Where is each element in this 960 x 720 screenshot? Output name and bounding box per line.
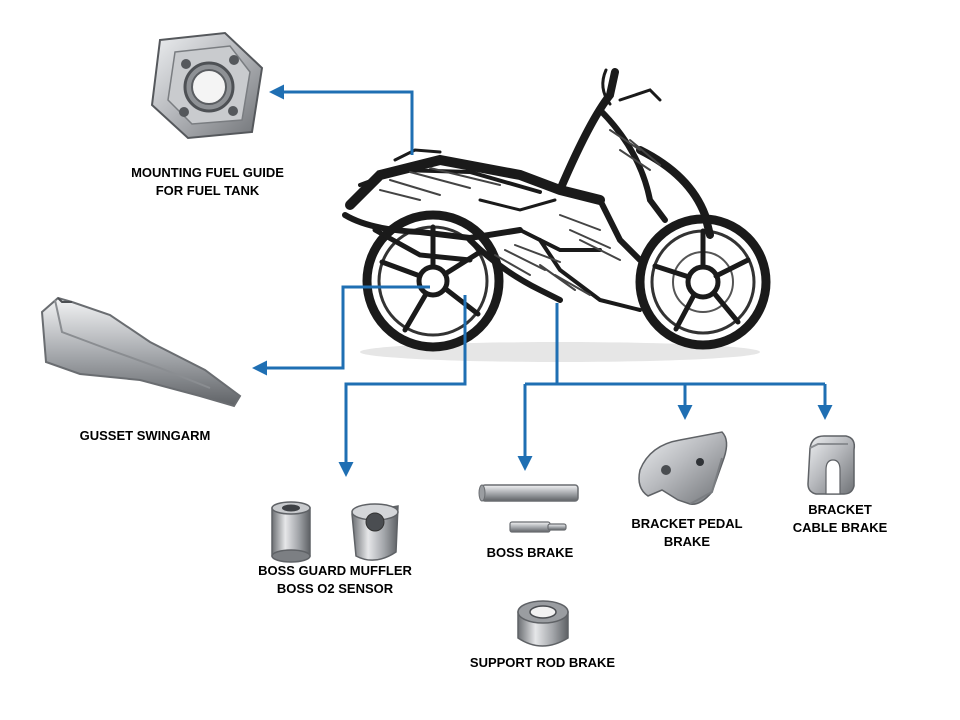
label-gusset-swingarm: GUSSET SWINGARM xyxy=(60,427,230,445)
connector-gusset-swingarm xyxy=(252,285,430,376)
body-frame xyxy=(342,68,714,312)
label-line: BOSS BRAKE xyxy=(486,545,574,560)
label-mounting-fuel-guide: MOUNTING FUEL GUIDE FOR FUEL TANK xyxy=(105,164,310,200)
label-line: BRACKET PEDAL xyxy=(631,516,743,531)
label-line: SUPPORT ROD BRAKE xyxy=(469,655,616,670)
mounting-fuel-guide-image xyxy=(150,31,264,140)
label-line: FOR FUEL TANK xyxy=(155,183,260,198)
front-wheel xyxy=(635,214,771,350)
connector-boss-guard-muffler xyxy=(338,295,467,477)
label-line: BOSS GUARD MUFFLER xyxy=(258,563,412,578)
label-boss-brake: BOSS BRAKE xyxy=(470,544,590,562)
bracket-pedal-brake-image xyxy=(638,431,728,505)
label-line: BRAKE xyxy=(663,534,711,549)
label-line: GUSSET SWINGARM xyxy=(79,428,211,443)
rear-wheel xyxy=(362,210,504,352)
gusset-swingarm-image xyxy=(40,296,242,408)
boss-guard-muffler-image xyxy=(271,501,311,563)
label-line: MOUNTING FUEL GUIDE xyxy=(131,165,284,180)
motorcycle-sketch xyxy=(342,68,771,362)
label-boss-guard-muffler: BOSS GUARD MUFFLER BOSS O2 SENSOR xyxy=(240,562,430,598)
connector-mounting-fuel-guide xyxy=(269,84,414,155)
ground-shadow xyxy=(360,342,760,362)
label-line: BOSS O2 SENSOR xyxy=(276,581,394,596)
boss-brake-image xyxy=(478,484,579,533)
label-bracket-pedal-brake: BRACKET PEDAL BRAKE xyxy=(622,515,752,551)
label-line: BRACKET xyxy=(808,502,872,517)
support-rod-brake-image xyxy=(517,600,569,647)
connectors xyxy=(252,84,833,477)
label-line: CABLE BRAKE xyxy=(792,520,888,535)
label-support-rod-brake: SUPPORT ROD BRAKE xyxy=(455,654,630,672)
label-bracket-cable-brake: BRACKET CABLE BRAKE xyxy=(780,501,900,537)
bracket-cable-brake-image xyxy=(807,435,856,495)
boss-o2-sensor-image xyxy=(351,503,399,561)
